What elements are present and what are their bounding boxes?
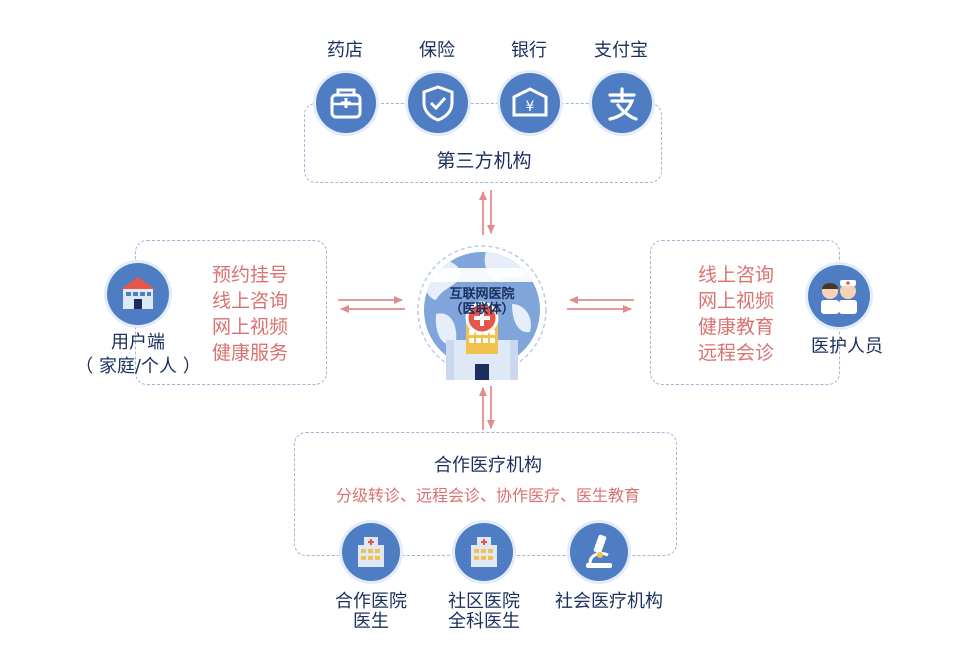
- staff-service-3: 健康教育: [698, 316, 775, 338]
- staff-label: 医护人员: [811, 336, 883, 357]
- hospital-building-icon: [342, 523, 400, 581]
- social-institution-label: 社会医疗机构: [555, 591, 663, 612]
- clinic-building-icon: [455, 523, 513, 581]
- third-party-box: [304, 103, 662, 183]
- pharmacy-label: 药店: [327, 40, 363, 61]
- alipay-icon: [592, 73, 652, 133]
- pharmacy-icon: [316, 73, 376, 133]
- shield-check-icon: [408, 73, 468, 133]
- user-sublabel: （ 家庭/个人 ）: [75, 356, 201, 377]
- partners-subtitle: 分级转诊、远程会诊、协作医疗、医生教育: [335, 486, 640, 505]
- third-party-title: 第三方机构: [436, 150, 532, 172]
- bank-icon: ¥: [500, 73, 560, 133]
- community-hospital-sublabel: 全科医生: [448, 611, 520, 632]
- user-service-3: 网上视频: [212, 316, 289, 338]
- house-icon: [107, 263, 169, 325]
- user-service-2: 线上咨询: [212, 290, 289, 312]
- insurance-label: 保险: [419, 40, 455, 61]
- partners-title: 合作医疗机构: [434, 455, 542, 476]
- staff-service-4: 远程会诊: [698, 342, 775, 364]
- bank-label: 银行: [511, 40, 547, 61]
- community-hospital-label: 社区医院: [448, 591, 520, 612]
- doctor-nurse-icon: [808, 265, 870, 327]
- alipay-label: 支付宝: [594, 40, 648, 61]
- partner-hospital-sublabel: 医生: [353, 611, 389, 632]
- staff-service-1: 线上咨询: [698, 264, 775, 286]
- staff-service-2: 网上视频: [698, 290, 775, 312]
- microscope-icon: [570, 523, 628, 581]
- center-subtitle: （医联体）: [449, 302, 515, 317]
- partner-hospital-label: 合作医院: [335, 591, 407, 612]
- user-label: 用户端: [111, 332, 165, 353]
- user-service-4: 健康服务: [212, 342, 289, 364]
- center-hub: [416, 238, 548, 386]
- center-title: 互联网医院: [449, 287, 515, 302]
- svg-text:¥: ¥: [526, 99, 535, 115]
- user-service-1: 预约挂号: [212, 264, 289, 286]
